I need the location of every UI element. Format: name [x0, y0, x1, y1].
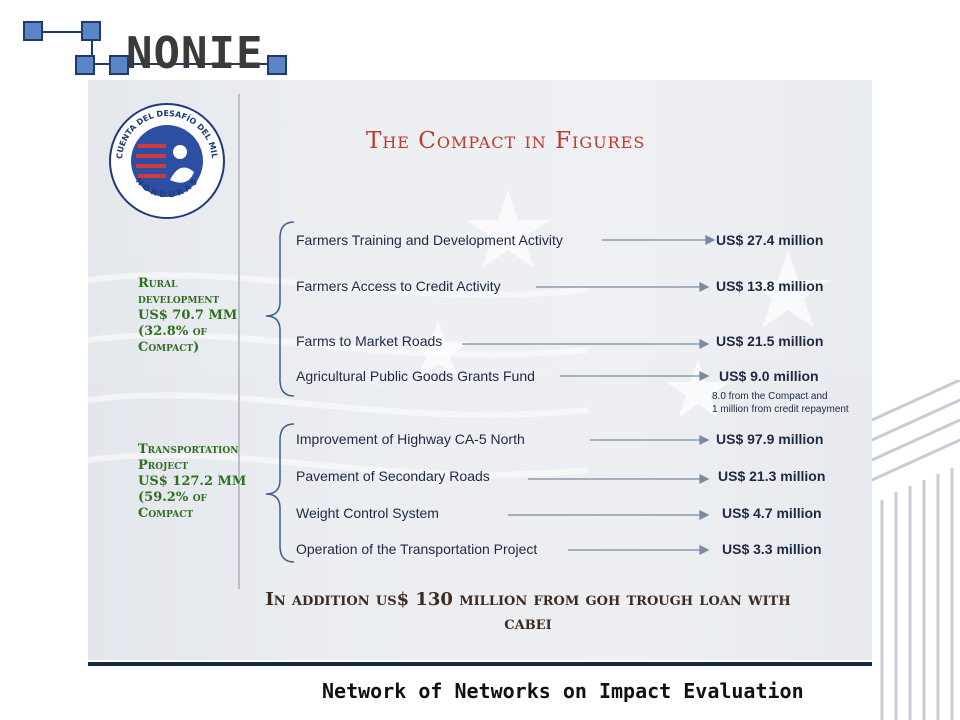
row-label: Farmers Training and Development Activit…	[296, 232, 563, 248]
row-note-line: 8.0 from the Compact and	[712, 391, 828, 402]
row-label: Improvement of Highway CA-5 North	[296, 431, 525, 447]
row-amount: US$ 13.8 million	[716, 278, 824, 294]
group-label-line: (32.8% of	[138, 324, 207, 339]
group-label-line: US$ 127.2 MM	[138, 474, 247, 489]
footer-rule	[88, 662, 872, 666]
bottom-note: In addition us$ 130 million from goh tro…	[188, 588, 868, 636]
group-label-line: development	[138, 292, 220, 307]
group-label-line: Compact)	[138, 340, 200, 355]
row-label: Operation of the Transportation Project	[296, 541, 538, 557]
group-label-line: Compact	[138, 506, 194, 521]
honduras-seal-icon: CUENTA DEL DESAFÍO DEL MILENIO HONDURAS	[108, 102, 225, 219]
row-label: Pavement of Secondary Roads	[296, 468, 490, 484]
row-note-line: 1 million from credit repayment	[712, 404, 849, 415]
row-amount: US$ 3.3 million	[722, 541, 822, 557]
group-label-line: Rural	[138, 276, 178, 291]
row-label: Farms to Market Roads	[296, 333, 443, 349]
group-label-transportation: Transportation Project US$ 127.2 MM (59.…	[138, 442, 268, 522]
slide-panel: CUENTA DEL DESAFÍO DEL MILENIO HONDURAS …	[88, 80, 872, 660]
slide-title: The Compact in Figures	[366, 128, 646, 154]
logo-text: NONIE	[126, 28, 264, 79]
group-label-line: (59.2% of	[138, 490, 207, 505]
group-label-line: Transportation	[138, 442, 239, 457]
row-label: Farmers Access to Credit Activity	[296, 278, 501, 294]
vertical-divider	[238, 94, 240, 589]
row-amount: US$ 9.0 million	[719, 368, 819, 384]
network-nodes-icon	[23, 21, 287, 75]
group-label-line: Project	[138, 458, 189, 473]
decorative-stripes	[872, 380, 960, 720]
row-note: 8.0 from the Compact and 1 million from …	[712, 390, 849, 416]
row-label: Weight Control System	[296, 505, 439, 521]
nonie-logo: NONIE	[20, 14, 300, 79]
row-label: Agricultural Public Goods Grants Fund	[296, 368, 535, 384]
bottom-note-line: cabei	[504, 613, 552, 634]
row-amount: US$ 97.9 million	[716, 431, 824, 447]
row-amount: US$ 4.7 million	[722, 505, 822, 521]
group-label-rural: Rural development US$ 70.7 MM (32.8% of …	[138, 276, 268, 356]
footer-text: Network of Networks on Impact Evaluation	[322, 679, 804, 703]
row-amount: US$ 27.4 million	[716, 232, 824, 248]
bottom-note-line: In addition us$ 130 million from goh tro…	[265, 589, 791, 610]
group-label-line: US$ 70.7 MM	[138, 308, 238, 323]
row-amount: US$ 21.5 million	[716, 333, 824, 349]
row-amount: US$ 21.3 million	[718, 468, 826, 484]
